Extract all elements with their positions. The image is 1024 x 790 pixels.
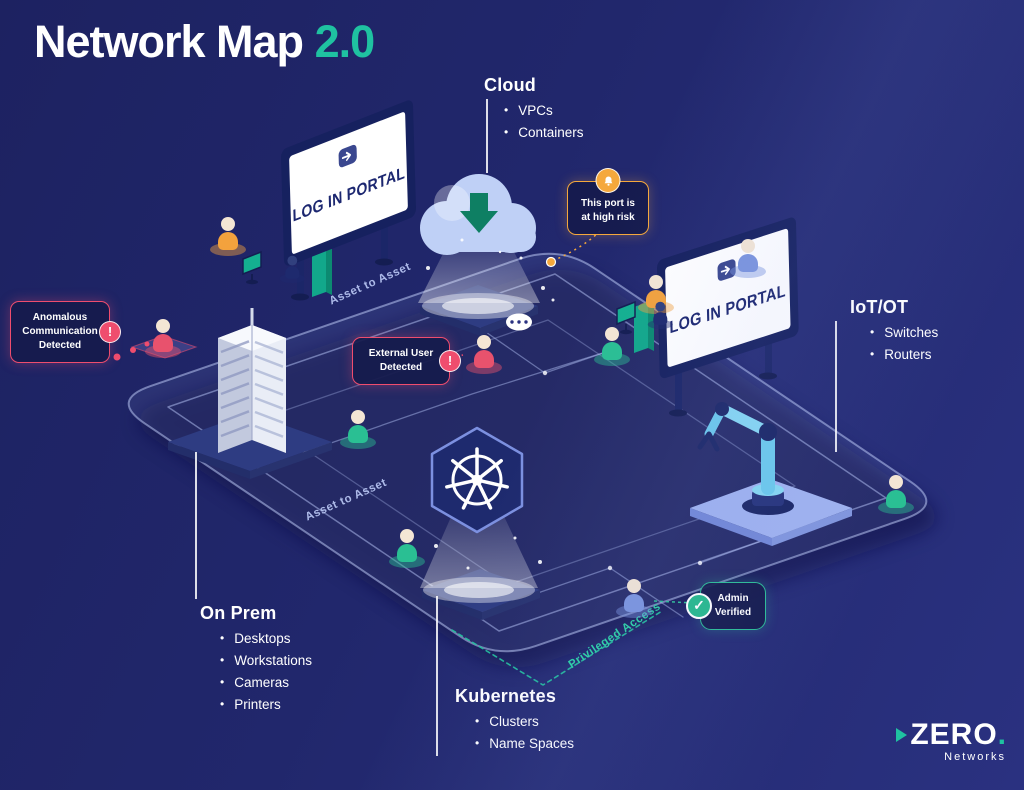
callout-text: Anomalous Communication Detected — [22, 312, 98, 351]
list-item: Cameras — [220, 675, 312, 692]
onprem-items: Desktops Workstations Cameras Printers — [200, 631, 312, 714]
onprem-title: On Prem — [200, 603, 277, 623]
chat-bubble-icon — [506, 313, 532, 331]
page-title: Network Map 2.0 — [34, 16, 376, 68]
login-portal-billboard-right: LOG IN PORTAL — [656, 217, 799, 417]
admin-verified-callout: Admin Verified ✓ — [686, 582, 766, 630]
list-item: VPCs — [504, 103, 584, 120]
sparkles — [426, 238, 555, 570]
onprem-section-label: On Prem Desktops Workstations Cameras Pr… — [200, 603, 312, 719]
title-version: 2.0 — [314, 16, 376, 67]
download-arrow-icon — [460, 193, 498, 233]
iot-leader-line — [835, 321, 837, 452]
port-risk-callout: This port is at high risk — [567, 168, 649, 235]
building-icon — [218, 308, 286, 453]
callout-text: External User Detected — [368, 348, 434, 373]
cloud-leader-line — [486, 99, 488, 173]
list-item: Name Spaces — [475, 736, 574, 753]
cloud-title: Cloud — [484, 75, 536, 95]
workstation-monitor-icon — [242, 250, 636, 335]
kubernetes-items: Clusters Name Spaces — [455, 714, 574, 753]
server-rack-icon — [312, 246, 654, 353]
logo-subtitle: Networks — [944, 751, 1006, 763]
external-user-callout: External User Detected ! — [352, 337, 461, 385]
cloud-section-label: Cloud VPCs Containers — [484, 75, 584, 147]
logo-arrow-icon — [896, 728, 908, 742]
kubernetes-icon — [430, 426, 524, 534]
alert-icon: ! — [439, 350, 461, 372]
zero-networks-logo: ZERO . Networks — [896, 720, 1006, 763]
list-item: Workstations — [220, 653, 312, 670]
list-item: Desktops — [220, 631, 312, 648]
list-item: Printers — [220, 697, 312, 714]
title-main: Network Map — [34, 16, 304, 67]
check-icon: ✓ — [686, 593, 712, 619]
login-portal-billboard-left: LOG IN PORTAL — [280, 100, 417, 301]
onprem-leader-line — [195, 452, 197, 599]
callout-text: This port is at high risk — [581, 198, 635, 223]
list-item: Containers — [504, 125, 583, 142]
iot-items: Switches Routers — [850, 325, 938, 364]
list-item: Switches — [870, 325, 938, 342]
robot-arm-icon — [697, 402, 794, 515]
list-item: Clusters — [475, 714, 574, 731]
iot-title: IoT/OT — [850, 297, 909, 317]
privileged-access-path — [451, 610, 663, 686]
bell-icon — [595, 168, 621, 193]
iot-section-label: IoT/OT Switches Routers — [850, 297, 938, 369]
kubernetes-title: Kubernetes — [455, 686, 557, 706]
kubernetes-section-label: Kubernetes Clusters Name Spaces — [455, 686, 574, 758]
logo-dot: . — [997, 718, 1006, 751]
list-item: Routers — [870, 347, 938, 364]
alert-icon: ! — [99, 321, 121, 343]
cloud-items: VPCs Containers — [484, 103, 584, 142]
platform — [127, 252, 937, 668]
cloud-icon — [420, 174, 536, 255]
spotlight-beams — [418, 242, 540, 603]
anomalous-communication-callout: Anomalous Communication Detected ! — [10, 301, 121, 363]
callout-text: Admin Verified — [714, 593, 752, 618]
kubernetes-leader-line — [436, 596, 438, 756]
logo-name: ZERO — [910, 718, 998, 751]
